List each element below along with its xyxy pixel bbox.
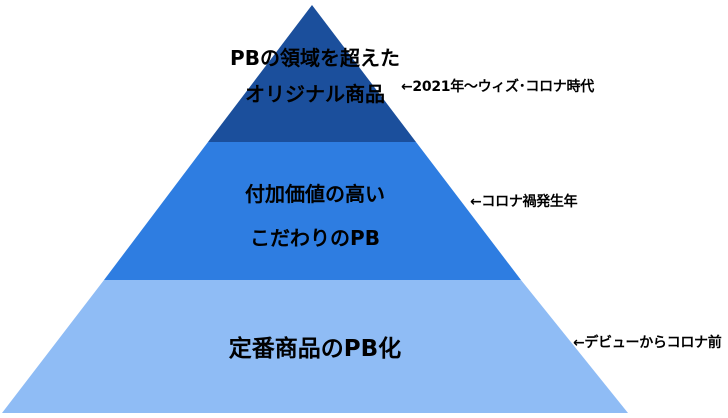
tier-middle-label: 付加価値の高い こだわりのPB xyxy=(175,172,455,260)
annotation-middle: ←コロナ禍発生年 xyxy=(470,194,578,210)
tier-top-label: PBの領域を超えた オリジナル商品 xyxy=(175,40,455,112)
tier-top-line-1: PBの領域を超えた xyxy=(230,46,400,70)
annotation-base: ←デビューからコロナ前 xyxy=(573,335,722,351)
pyramid-tier-base xyxy=(2,280,628,413)
tier-top-line-2: オリジナル商品 xyxy=(245,82,385,106)
pyramid-tier-top xyxy=(208,5,416,142)
tier-base-line-1: 定番商品のPB化 xyxy=(228,336,402,362)
tier-middle-line-1: 付加価値の高い xyxy=(245,182,385,206)
tier-middle-line-2: こだわりのPB xyxy=(250,226,380,250)
annotation-top: ←2021年～ウィズ･コロナ時代 xyxy=(401,79,594,95)
tier-base-label: 定番商品のPB化 xyxy=(175,334,455,364)
pyramid-tier-middle xyxy=(104,142,521,280)
